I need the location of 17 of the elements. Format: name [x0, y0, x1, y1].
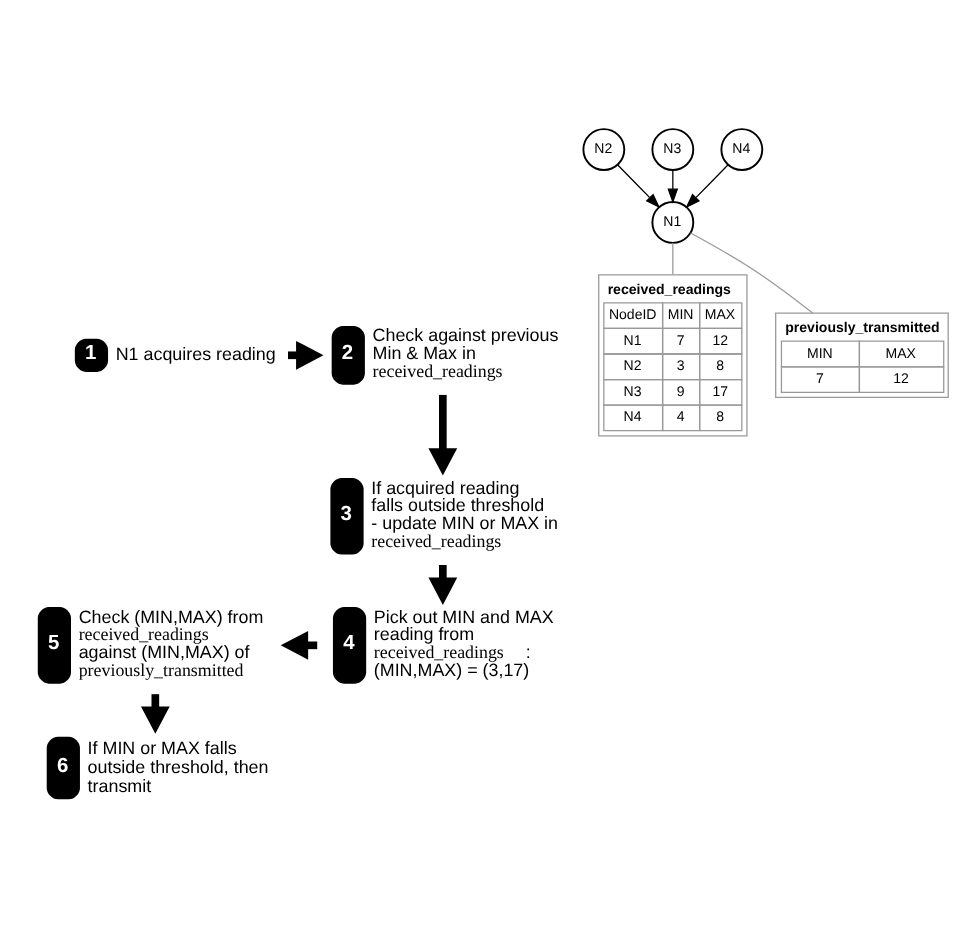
connector	[672, 241, 674, 275]
node-label: Check against previous Min & Max in received_readings	[372, 324, 559, 381]
connector	[689, 231, 814, 313]
node-label: If MIN or MAX falls outside threshold, then transmit	[87, 736, 269, 795]
node-box: 3	[330, 476, 364, 554]
node-label: If acquired reading falls outside threshold - update MIN or MAX in received_readings	[371, 476, 559, 551]
arrow	[428, 393, 458, 475]
arrow	[685, 163, 729, 208]
node-box: 6	[46, 735, 80, 799]
node-box: 5	[37, 606, 71, 683]
arrow	[617, 163, 661, 208]
arrow	[667, 168, 679, 203]
node-box: 2	[331, 324, 365, 384]
node-box: 4	[332, 606, 367, 683]
node-label: N1 acquires reading	[115, 343, 276, 364]
node-label: Pick out MIN and MAX reading from received_readings: (MIN,MAX) = (3,17)	[373, 605, 554, 680]
node-label: Check (MIN,MAX) from received_readings against (MIN,MAX) of previously_transmitted	[78, 605, 264, 680]
